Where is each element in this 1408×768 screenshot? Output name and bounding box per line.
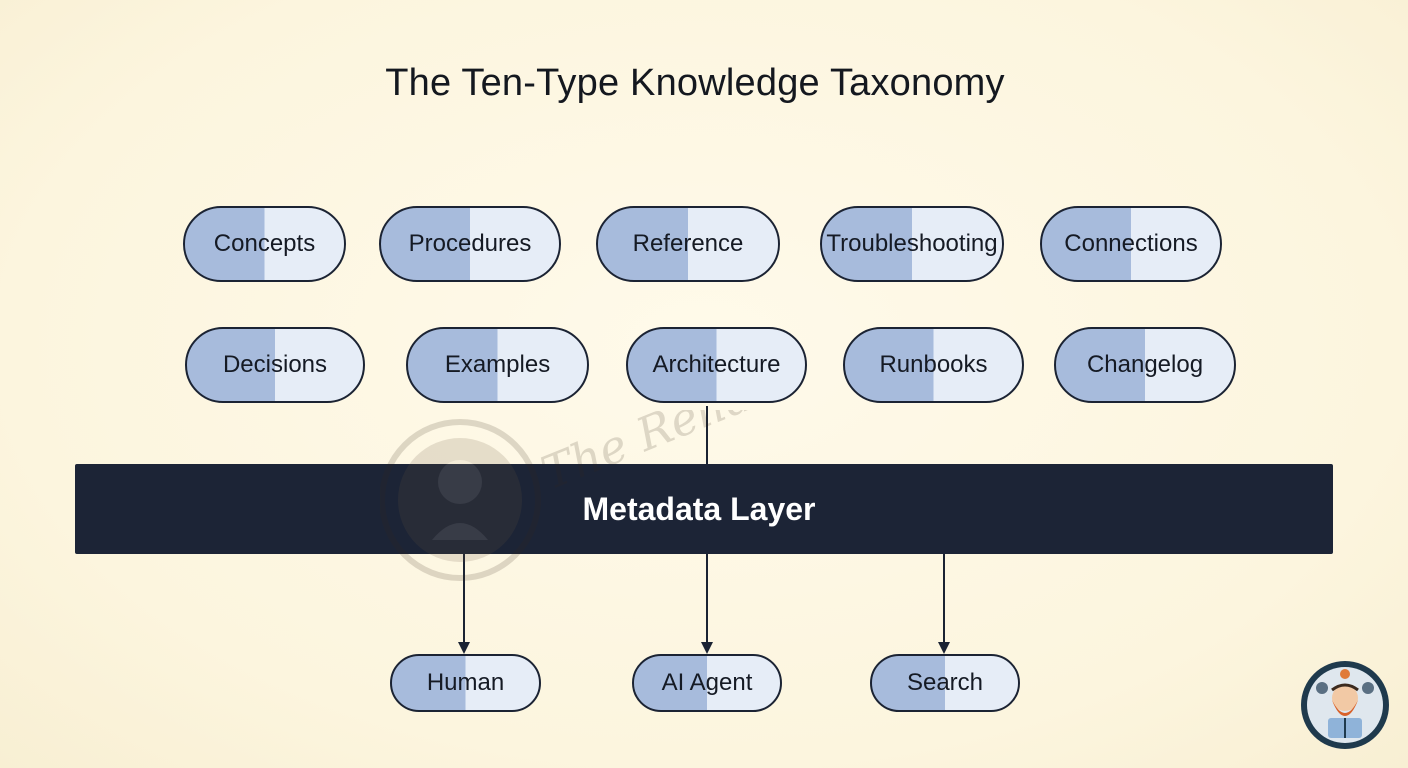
metadata-layer-bar: Metadata Layer — [75, 464, 1333, 554]
type-procedures: Procedures — [379, 206, 561, 282]
type-decisions: Decisions — [185, 327, 365, 403]
metadata-layer-label: Metadata Layer — [582, 490, 816, 527]
type-runbooks: Runbooks — [843, 327, 1024, 403]
consumer-search: Search — [870, 654, 1020, 712]
type-troubleshooting: Troubleshooting — [820, 206, 1004, 282]
type-changelog: Changelog — [1054, 327, 1236, 403]
type-examples: Examples — [406, 327, 589, 403]
type-reference: Reference — [596, 206, 780, 282]
reliability-whisperer-logo-icon — [1301, 661, 1389, 749]
consumer-human: Human — [390, 654, 541, 712]
diagram-title: The Ten-Type Knowledge Taxonomy — [385, 62, 1005, 104]
consumer-ai-agent: AI Agent — [632, 654, 782, 712]
type-concepts: Concepts — [183, 206, 346, 282]
type-architecture: Architecture — [626, 327, 807, 403]
type-connections: Connections — [1040, 206, 1222, 282]
